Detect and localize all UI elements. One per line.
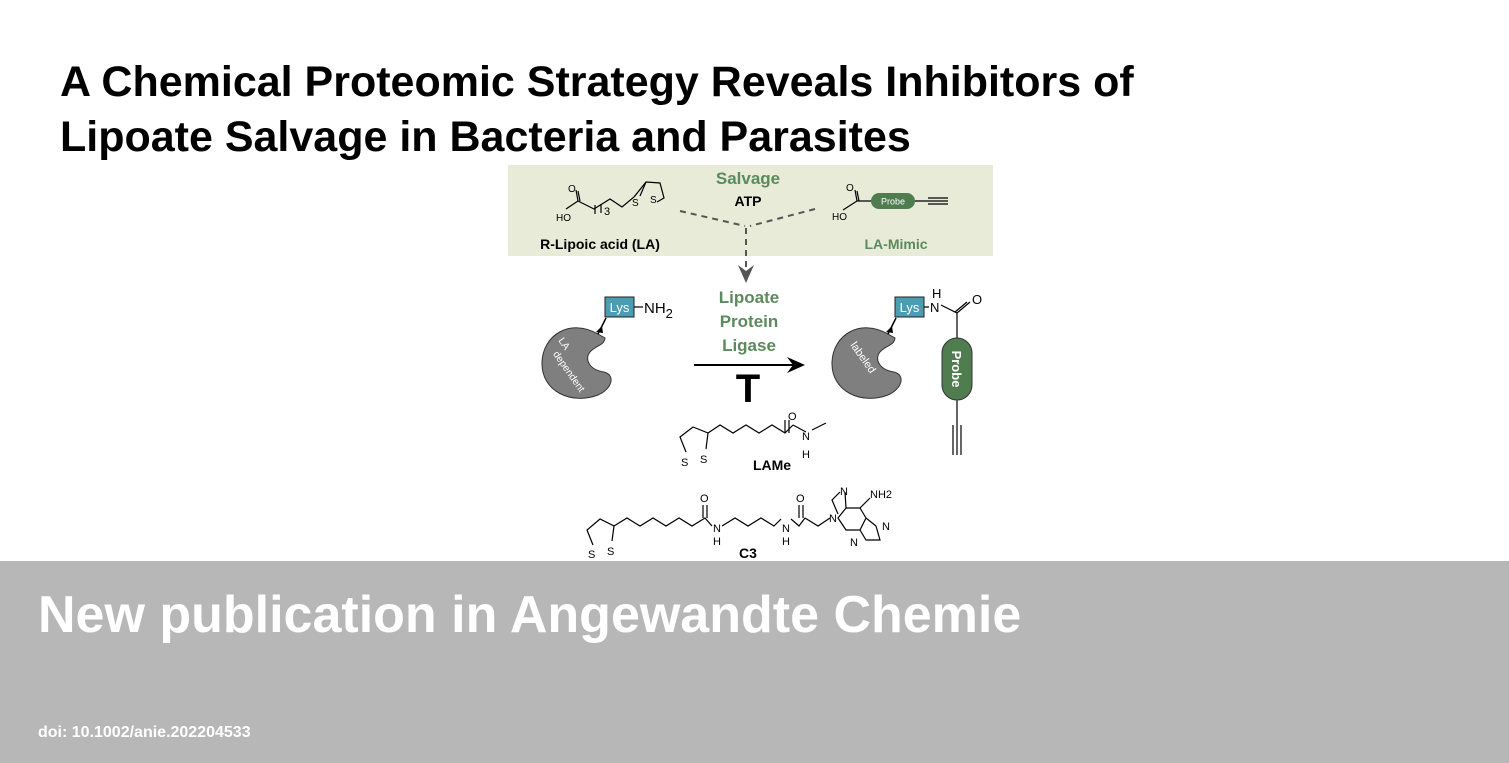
s-label: S (650, 195, 657, 206)
o-label: O (700, 493, 709, 505)
probe-linker (924, 301, 971, 455)
lame-structure (679, 420, 827, 453)
h-label: H (802, 449, 810, 461)
n-label: N (840, 486, 848, 498)
o-label: O (846, 183, 854, 194)
s-label: S (607, 546, 614, 558)
la-dependent-protein (541, 327, 612, 399)
enzyme-label-line-3: Ligase (722, 336, 776, 355)
n-label: N (882, 521, 890, 533)
enzyme-label-line-1: Lipoate (719, 288, 779, 307)
s-label: S (681, 457, 688, 469)
h-label: H (932, 286, 941, 301)
la-mimic-structure (842, 189, 948, 211)
c3-label: C3 (739, 545, 757, 561)
lame-label: LAMe (753, 457, 791, 473)
h-label: H (713, 536, 721, 548)
nh2-label: NH2 (870, 489, 892, 501)
subscript-3: 3 (604, 206, 610, 218)
publication-headline: New publication in Angewandte Chemie (38, 586, 1022, 644)
n-label: N (782, 523, 790, 535)
ho-label: HO (832, 212, 847, 223)
doi-text: doi: 10.1002/anie.202204533 (38, 724, 251, 741)
n-label: N (930, 300, 939, 315)
probe-label: Probe (949, 351, 964, 388)
n-label: N (850, 537, 858, 549)
o-label: O (788, 411, 797, 423)
la-mimic-label: LA-Mimic (865, 236, 928, 252)
atp-label: ATP (735, 193, 762, 209)
lipoic-acid-label: R-Lipoic acid (LA) (540, 236, 660, 252)
salvage-label: Salvage (716, 169, 780, 188)
s-label: S (632, 198, 639, 209)
lys-label: Lys (610, 300, 630, 315)
title-line-2: Lipoate Salvage in Bacteria and Parasite… (60, 113, 911, 161)
labeled-protein (831, 327, 902, 399)
s-label: S (700, 454, 707, 466)
inhibition-symbol: T (736, 367, 760, 411)
nh2-label: NH2 (644, 300, 673, 321)
salvage-box (508, 165, 993, 256)
lys-label: Lys (900, 300, 920, 315)
probe-label: Probe (881, 197, 905, 207)
enzyme-label-line-2: Protein (720, 312, 779, 331)
n-label: N (829, 513, 837, 525)
salvage-dashed-arrow (679, 208, 816, 283)
lipoic-acid-structure (565, 181, 665, 214)
c3-structure (586, 491, 881, 546)
s-label: S (588, 549, 595, 561)
probe-pill (871, 193, 915, 209)
o-label: O (972, 292, 982, 307)
h-label: H (782, 536, 790, 548)
ho-label: HO (556, 213, 571, 224)
title-line-1: A Chemical Proteomic Strategy Reveals In… (60, 58, 1134, 106)
page-title: A Chemical Proteomic Strategy Reveals In… (60, 55, 1134, 165)
o-label: O (568, 184, 576, 195)
n-label: N (713, 523, 721, 535)
footer-band: New publication in Angewandte Chemie doi… (0, 561, 1509, 763)
o-label: O (796, 493, 805, 505)
probe-pill-vertical (941, 337, 973, 401)
n-label: N (802, 431, 810, 443)
